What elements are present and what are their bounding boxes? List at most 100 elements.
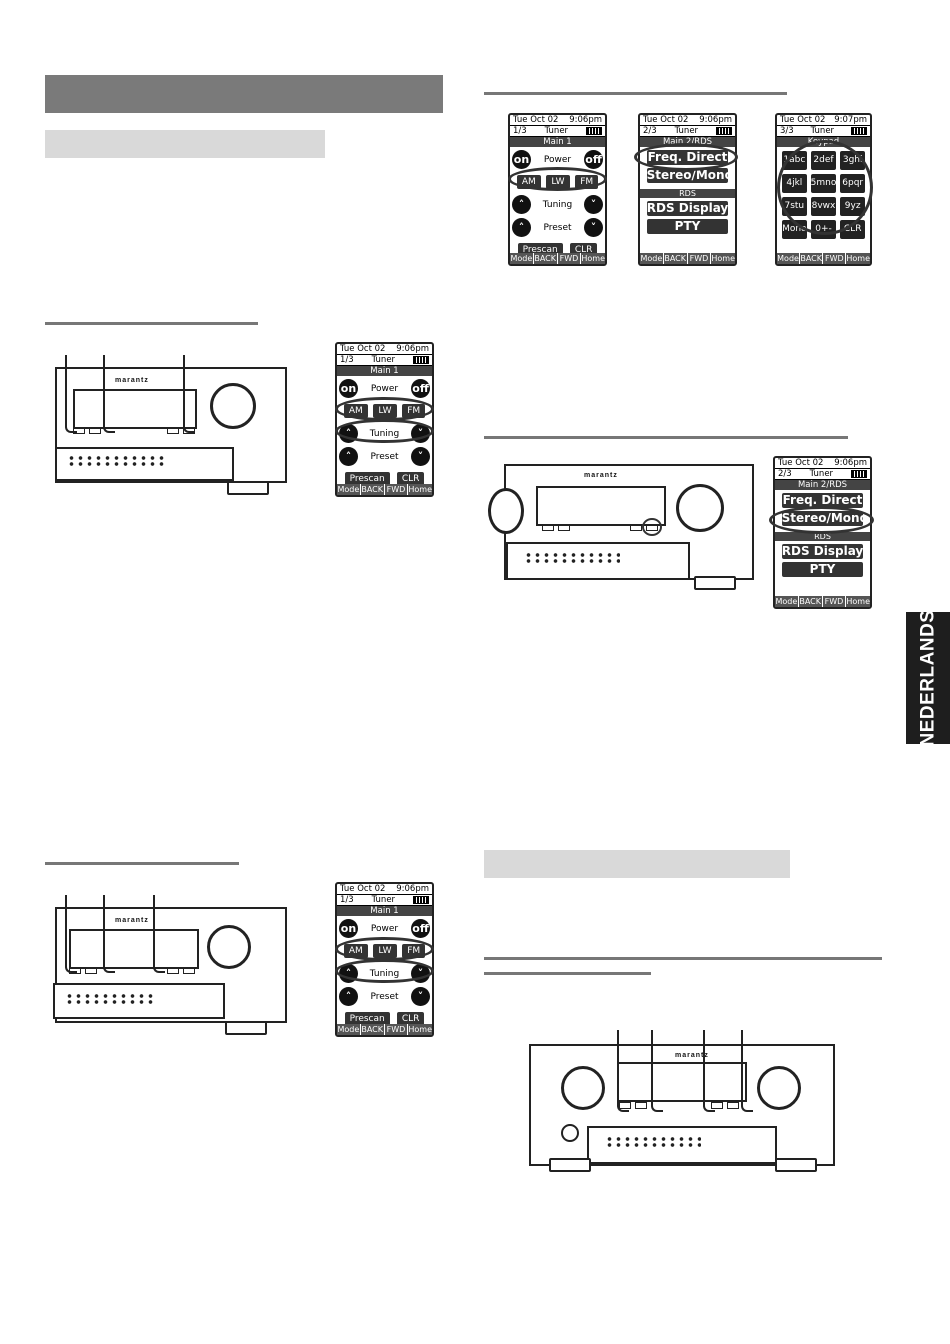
preset-up-icon[interactable]: ˄	[512, 218, 531, 237]
pty-button[interactable]: PTY	[781, 562, 864, 577]
receiver-display	[73, 389, 197, 429]
freq-direct-button[interactable]: Freq. Direct	[781, 493, 864, 508]
footer-home[interactable]: Home	[407, 484, 433, 495]
preset-up-icon[interactable]: ˄	[339, 987, 358, 1006]
footer-home[interactable]: Home	[580, 253, 606, 264]
section-header-bar	[45, 75, 443, 113]
preset-down-icon[interactable]: ˅	[583, 218, 603, 237]
screen-page: 1/3	[513, 126, 527, 136]
footer-home[interactable]: Home	[407, 1024, 433, 1035]
screen-time: 9:07pm	[834, 115, 867, 125]
footer-fwd[interactable]: FWD	[383, 1024, 408, 1035]
rds-display-button[interactable]: RDS Display	[646, 201, 729, 216]
stereo-mono-button[interactable]: Stereo/Mono	[646, 168, 733, 183]
power-on-button[interactable]: on	[339, 919, 358, 938]
footer-fwd[interactable]: FWD	[822, 253, 845, 264]
footer-mode[interactable]: Mode	[337, 1025, 360, 1034]
screen-source: Tuner	[544, 126, 569, 136]
clr-button[interactable]: CLR	[396, 472, 425, 486]
power-label: Power	[370, 923, 399, 934]
footer-back[interactable]: BACK	[797, 596, 822, 607]
footer-fwd[interactable]: FWD	[556, 253, 581, 264]
input-knob	[488, 488, 524, 534]
screen-page: 1/3	[340, 895, 354, 905]
highlight-ellipse	[335, 419, 434, 443]
battery-icon	[413, 356, 429, 364]
power-off-button[interactable]: off	[584, 150, 603, 169]
brand-logo: marantz	[584, 472, 618, 479]
brand-logo: marantz	[675, 1052, 709, 1059]
tuning-up-icon[interactable]: ˄	[512, 195, 531, 214]
preset-down-icon[interactable]: ˅	[410, 987, 430, 1006]
subsection-header-bar	[45, 130, 325, 158]
screen-page: 2/3	[643, 126, 657, 136]
footer-back[interactable]: BACK	[799, 253, 823, 264]
highlight-ellipse	[642, 518, 662, 536]
receiver-illustration: marantz	[45, 895, 295, 1040]
highlight-ellipse	[335, 959, 434, 983]
footer-mode[interactable]: Mode	[510, 254, 533, 263]
screen-date: Tue Oct 02	[780, 115, 826, 125]
footer-home[interactable]: Home	[845, 253, 870, 264]
volume-knob	[676, 484, 724, 532]
footer-mode[interactable]: Mode	[777, 254, 799, 263]
screen-page: 3/3	[780, 126, 794, 136]
clr-button[interactable]: CLR	[396, 1012, 425, 1026]
footer-back[interactable]: BACK	[359, 484, 384, 495]
footer-home[interactable]: Home	[845, 596, 871, 607]
footer-mode[interactable]: Mode	[775, 597, 798, 606]
headphone-jack	[561, 1124, 579, 1142]
footer-back[interactable]: BACK	[359, 1024, 384, 1035]
screen-source: Tuner	[371, 355, 396, 365]
screen-time: 9:06pm	[396, 344, 429, 354]
receiver-illustration: marantz	[525, 1030, 845, 1175]
screen-time: 9:06pm	[834, 458, 867, 468]
power-off-button[interactable]: off	[411, 379, 430, 398]
screen-title: Main 2/RDS	[775, 480, 870, 490]
screen-date: Tue Oct 02	[513, 115, 559, 125]
pty-button[interactable]: PTY	[646, 219, 729, 234]
power-label: Power	[543, 154, 572, 165]
footer-back[interactable]: BACK	[662, 253, 687, 264]
footer-fwd[interactable]: FWD	[383, 484, 408, 495]
footer-fwd[interactable]: FWD	[821, 596, 846, 607]
subsection-header-bar	[484, 850, 790, 878]
footer-mode[interactable]: Mode	[640, 254, 663, 263]
highlight-ellipse	[508, 167, 607, 191]
footer-home[interactable]: Home	[710, 253, 736, 264]
preset-down-icon[interactable]: ˅	[410, 447, 430, 466]
receiver-display	[617, 1062, 747, 1102]
tuning-label: Tuning	[542, 199, 573, 210]
power-off-button[interactable]: off	[411, 919, 430, 938]
power-on-button[interactable]: on	[339, 379, 358, 398]
divider-rule	[484, 436, 848, 439]
footer-fwd[interactable]: FWD	[686, 253, 711, 264]
prescan-button[interactable]: Prescan	[344, 1012, 390, 1026]
preset-label: Preset	[370, 991, 399, 1002]
screen-time: 9:06pm	[699, 115, 732, 125]
language-tab-label: NEDERLANDS	[917, 609, 939, 747]
power-on-button[interactable]: on	[512, 150, 531, 169]
brand-logo: marantz	[115, 377, 149, 384]
screen-title: Main 1	[337, 906, 432, 916]
screen-date: Tue Oct 02	[643, 115, 689, 125]
screen-page: 1/3	[340, 355, 354, 365]
screen-date: Tue Oct 02	[340, 884, 386, 894]
screen-source: Tuner	[809, 469, 834, 479]
screen-title: Main 1	[337, 366, 432, 376]
preset-up-icon[interactable]: ˄	[339, 447, 358, 466]
prescan-button[interactable]: Prescan	[344, 472, 390, 486]
screen-title: Main 1	[510, 137, 605, 147]
footer-back[interactable]: BACK	[532, 253, 557, 264]
highlight-ellipse	[769, 506, 874, 534]
highlight-ellipse	[335, 397, 434, 421]
highlight-ellipse	[335, 937, 434, 961]
battery-icon	[851, 470, 867, 478]
tuning-down-icon[interactable]: ˅	[584, 195, 603, 214]
screen-time: 9:06pm	[569, 115, 602, 125]
screen-source: Tuner	[810, 126, 835, 136]
rds-display-button[interactable]: RDS Display	[781, 544, 864, 559]
footer-mode[interactable]: Mode	[337, 485, 360, 494]
input-knob	[561, 1066, 605, 1110]
